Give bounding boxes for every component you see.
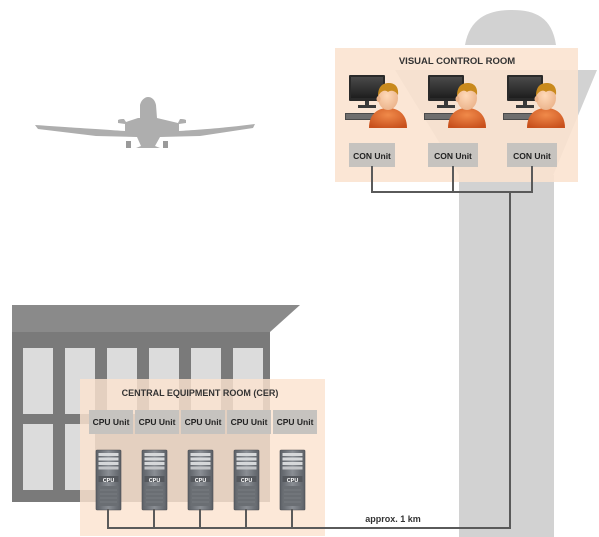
- con-unit-label-2: CON Unit: [434, 151, 472, 161]
- visual-control-room: VISUAL CONTROL ROOM CON Unit CON Unit CO…: [335, 48, 578, 182]
- cpu-tower-label-1: CPU: [103, 478, 115, 484]
- con-unit-label-1: CON Unit: [353, 151, 391, 161]
- building-roof: [12, 305, 300, 332]
- tower-shaft: [459, 175, 554, 537]
- cpu-unit-label-1: CPU Unit: [93, 417, 130, 427]
- airplane-icon: [35, 97, 255, 148]
- cpu-tower-label-5: CPU: [287, 478, 299, 484]
- distance-label: approx. 1 km: [365, 514, 421, 524]
- cpu-tower-label-3: CPU: [195, 478, 207, 484]
- cpu-unit-label-4: CPU Unit: [231, 417, 268, 427]
- visual-control-room-title: VISUAL CONTROL ROOM: [399, 56, 515, 67]
- cpu-tower-label-4: CPU: [241, 478, 253, 484]
- cpu-unit-label-2: CPU Unit: [139, 417, 176, 427]
- con-unit-label-3: CON Unit: [513, 151, 551, 161]
- cpu-unit-label-5: CPU Unit: [277, 417, 314, 427]
- central-equipment-room: CENTRAL EQUIPMENT ROOM (CER) CPU Unit CP…: [80, 379, 325, 536]
- cpu-unit-label-3: CPU Unit: [185, 417, 222, 427]
- cpu-tower-label-2: CPU: [149, 478, 161, 484]
- central-equipment-room-title: CENTRAL EQUIPMENT ROOM (CER): [122, 388, 279, 398]
- tower-dome: [465, 10, 556, 45]
